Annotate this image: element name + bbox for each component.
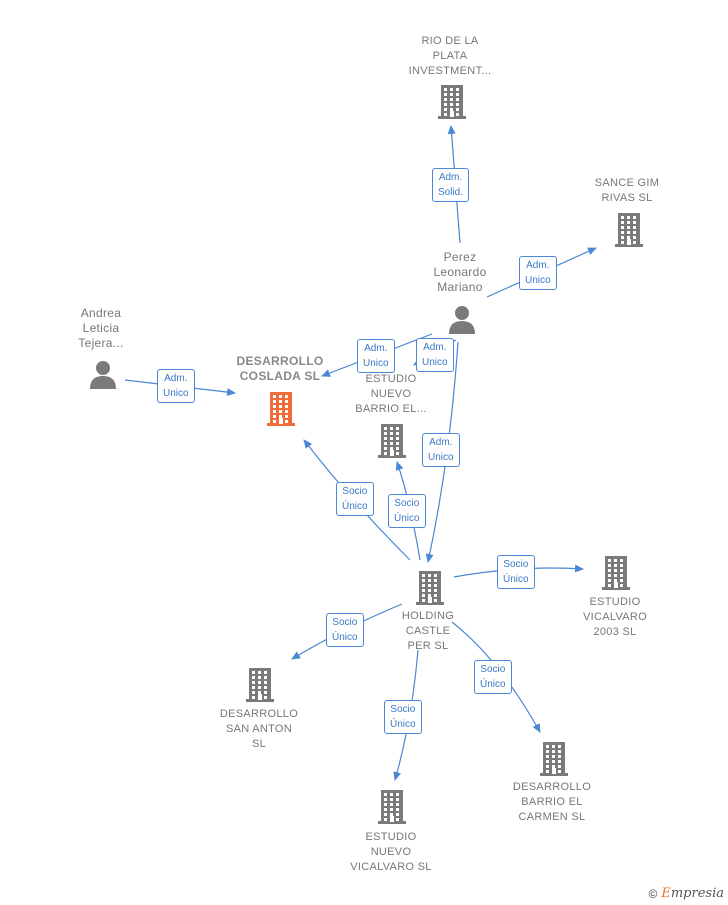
edge-label-holding-coslada[interactable]: Socio Único	[336, 482, 374, 516]
edge-label-perez-rio[interactable]: Adm. Solid.	[432, 168, 470, 202]
node-label-desarrollo-san-anton[interactable]: DESARROLLO SAN ANTON SL	[219, 708, 299, 750]
empresia-logo[interactable]: Empresia	[661, 886, 724, 901]
node-label-desarrollo-barrio-carmen[interactable]: DESARROLLO BARRIO EL CARMEN SL	[512, 781, 592, 823]
edge-label-perez-holding[interactable]: Adm. Unico	[422, 433, 460, 467]
node-label-andrea[interactable]: Andrea Leticia Tejera...	[78, 306, 124, 350]
desarrollo-san-anton-building-icon[interactable]	[245, 666, 275, 702]
edge-label-holding-san-anton[interactable]: Socio Único	[326, 613, 364, 647]
edge-label-perez-coslada[interactable]: Adm. Unico	[357, 339, 395, 373]
node-label-estudio-nuevo-vicalvaro[interactable]: ESTUDIO NUEVO VICALVARO SL	[350, 831, 432, 873]
rio-building-icon[interactable]	[437, 83, 467, 119]
desarrollo-barrio-carmen-building-icon[interactable]	[539, 740, 569, 776]
node-label-estudio-vicalvaro[interactable]: ESTUDIO VICALVARO 2003 SL	[582, 596, 648, 638]
node-label-sance[interactable]: SANCE GIM RIVAS SL	[594, 177, 660, 204]
footer-brand: © Empresia	[649, 886, 724, 901]
node-label-holding[interactable]: HOLDING CASTLE PER SL	[401, 610, 455, 652]
andrea-person-icon[interactable]	[88, 359, 118, 389]
perez-person-icon[interactable]	[447, 304, 477, 334]
edge-label-holding-vicalvaro[interactable]: Socio Único	[497, 555, 535, 589]
edge-label-perez-estudio[interactable]: Adm. Unico	[416, 338, 454, 372]
desarrollo-coslada-building-icon[interactable]	[266, 390, 296, 426]
edge-label-perez-sance[interactable]: Adm. Unico	[519, 256, 557, 290]
copyright-symbol: ©	[648, 886, 658, 901]
estudio-vicalvaro-building-icon[interactable]	[601, 554, 631, 590]
estudio-nuevo-vicalvaro-building-icon[interactable]	[377, 788, 407, 824]
estudio-nuevo-barrio-building-icon[interactable]	[377, 422, 407, 458]
sance-building-icon[interactable]	[614, 211, 644, 247]
node-label-rio[interactable]: RIO DE LA PLATA INVESTMENT...	[408, 35, 492, 77]
edge-label-andrea-coslada[interactable]: Adm. Unico	[157, 369, 195, 403]
holding-building-icon[interactable]	[415, 569, 445, 605]
edge-label-holding-nuevo-vicalvaro[interactable]: Socio Único	[384, 700, 422, 734]
node-label-estudio-nuevo-barrio[interactable]: ESTUDIO NUEVO BARRIO EL...	[355, 373, 427, 415]
edge-label-holding-estudio[interactable]: Socio Único	[388, 494, 426, 528]
edge-label-holding-carmen[interactable]: Socio Único	[474, 660, 512, 694]
node-label-desarrollo-coslada[interactable]: DESARROLLO COSLADA SL	[236, 354, 324, 383]
node-label-perez[interactable]: Perez Leonardo Mariano	[433, 250, 487, 294]
